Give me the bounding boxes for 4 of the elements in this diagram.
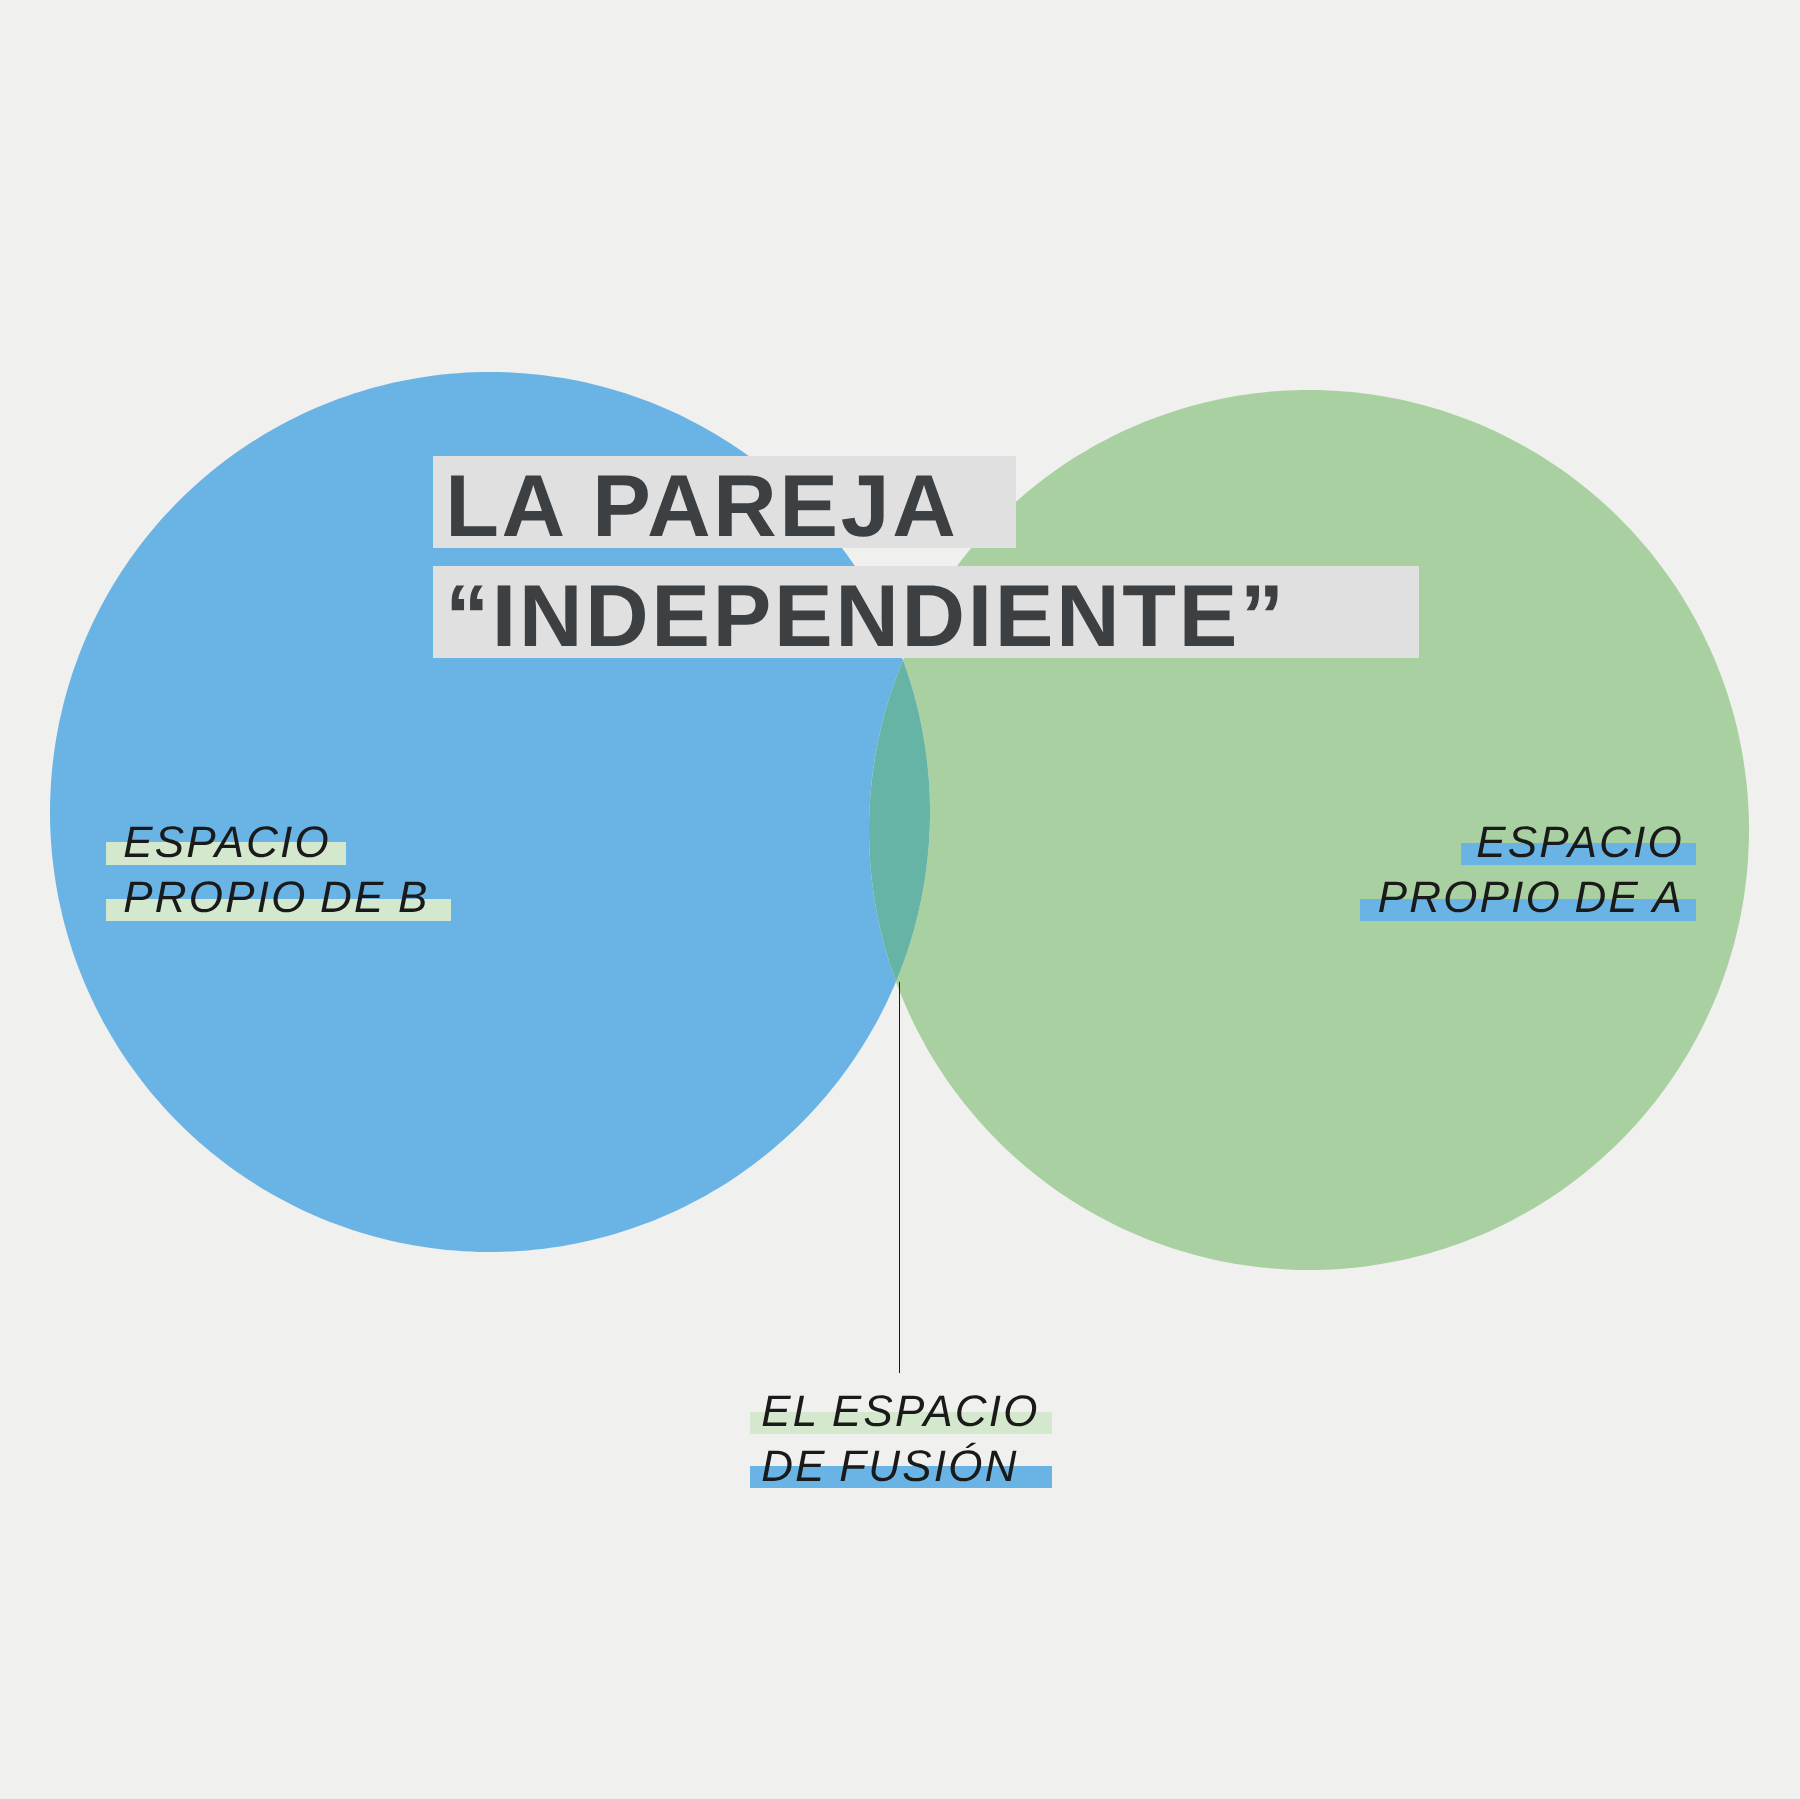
leader-line	[899, 981, 900, 1374]
circle-label: ESPACIO PROPIO DE B	[106, 826, 451, 921]
overlap-area	[869, 660, 930, 982]
circle-label: ESPACIO PROPIO DE A	[1360, 826, 1696, 921]
